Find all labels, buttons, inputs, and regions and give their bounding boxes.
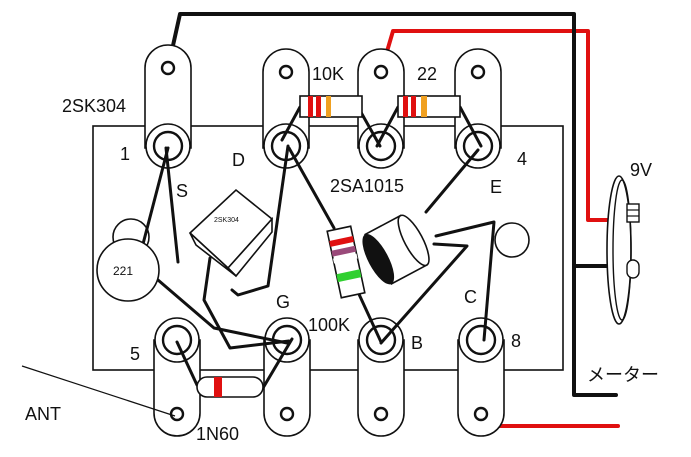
label-pin-e: E [490,177,502,197]
label-pin-b: B [411,333,423,353]
label-terminal-4: 4 [517,149,527,169]
lead-diode [175,337,294,390]
terminal-post-1 [144,44,192,169]
lead-fet-s [164,146,180,264]
ground-wire-top [166,12,614,268]
lead-cap-left [141,146,170,246]
label-terminal-1: 1 [120,144,130,164]
label-fet-body-mark: 2SK304 [214,217,239,224]
meter-wire-black [572,264,618,397]
label-capacitor: 221 [113,264,133,278]
mounting-hole-right [494,222,530,258]
lead-resistor-100k [287,146,383,344]
lead-fet-g [202,256,291,350]
diode-1n60 [196,376,264,398]
terminal-post-8 [457,317,505,437]
terminal-post-5 [153,317,201,437]
label-pin-d: D [232,150,245,170]
label-resistor-100k: 100K [308,315,350,335]
label-antenna: ANT [25,404,61,424]
label-resistor-10k: 10K [312,64,344,84]
resistor-22 [397,95,461,118]
resistor-10k [299,95,363,118]
label-transistor-model: 2SA1015 [330,176,404,196]
label-meter: メーター [587,365,659,385]
label-pin-c: C [464,287,477,307]
antenna-wire [21,365,176,417]
lead-transistor-c [434,220,496,342]
battery-9v [606,175,640,325]
label-terminal-8: 8 [511,331,521,351]
label-battery: 9V [630,160,652,180]
label-resistor-22: 22 [417,64,437,84]
label-terminal-5: 5 [130,344,140,364]
resistor-100k [326,225,366,299]
label-fet-model: 2SK304 [62,96,126,116]
fet-2sk304 [188,188,274,278]
lead-transistor-e [424,148,480,214]
label-diode: 1N60 [196,424,239,444]
lead-cap-right [156,278,289,345]
positive-wire-top [379,29,614,222]
label-pin-g: G [276,292,290,312]
terminal-post-b [357,317,405,437]
transistor-2sa1015 [362,214,430,285]
lead-transistor-b [379,242,469,345]
label-pin-s: S [176,181,188,201]
capacitor-221 [96,238,160,302]
terminal-post-4 [454,48,502,169]
lead-fet-d [230,144,290,297]
